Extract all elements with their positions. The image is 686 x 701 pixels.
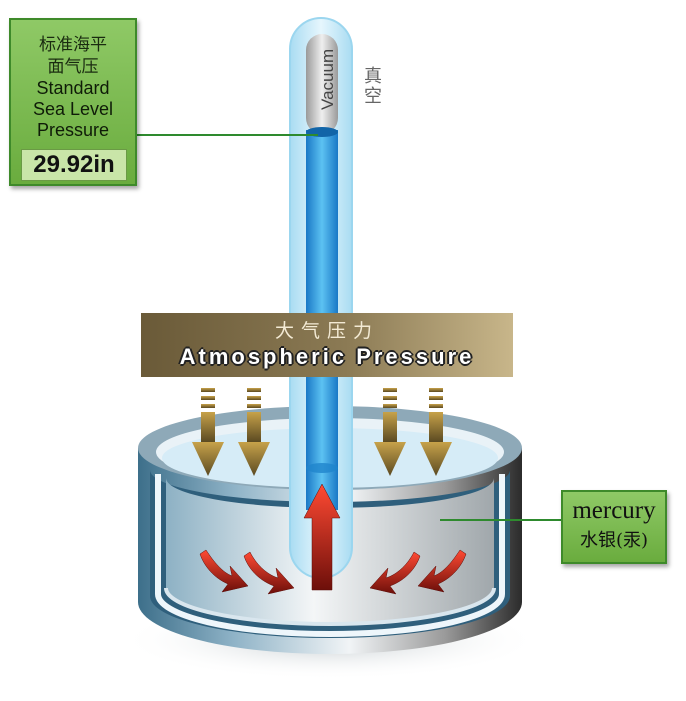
- pressure-value: 29.92in: [21, 149, 127, 181]
- pressure-label-zh-1: 标准海平: [39, 35, 107, 55]
- pressure-arrows: [192, 388, 452, 476]
- vacuum-label-en: Vacuum: [318, 48, 337, 110]
- atmospheric-label-en: Atmospheric Pressure: [179, 344, 475, 369]
- pressure-label-en-3: Pressure: [36, 120, 110, 140]
- mercury-callout: mercury 水银(汞): [561, 490, 667, 564]
- atmospheric-label-zh: 大气压力: [274, 320, 379, 342]
- mercury-flow-arrows: [199, 483, 467, 595]
- pressure-label-en-1: Standard: [36, 78, 110, 98]
- standard-pressure-callout: 标准海平 面气压 Standard Sea Level Pressure 29.…: [9, 18, 137, 186]
- pressure-label-zh-2: 面气压: [47, 57, 99, 77]
- mercury-label-zh: 水银(汞): [579, 530, 649, 551]
- pressure-label-en-2: Sea Level: [32, 99, 114, 119]
- mercury-label-en: mercury: [572, 497, 656, 524]
- atmospheric-pressure-banner: 大气压力 Atmospheric Pressure: [141, 313, 513, 377]
- vacuum-label-zh: 真空: [361, 66, 382, 106]
- vacuum-space: [306, 34, 338, 134]
